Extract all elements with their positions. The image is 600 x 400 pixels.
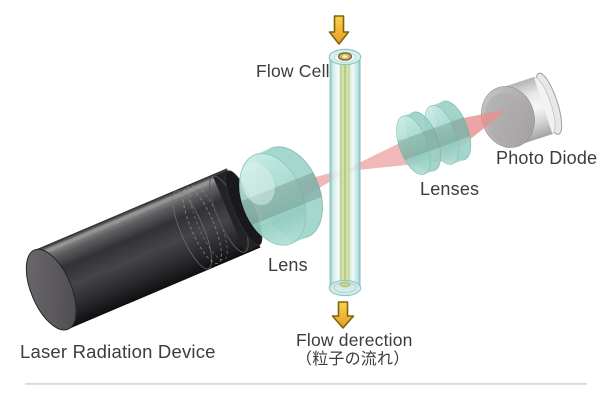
bottom-divider	[25, 383, 587, 385]
flow-direction-label: Flow derection （粒子の流れ）	[296, 330, 413, 370]
flow-cell-graphic	[328, 48, 362, 297]
laser-device-graphic	[25, 168, 263, 331]
lens-label: Lens	[268, 255, 308, 275]
lenses-label: Lenses	[420, 179, 480, 199]
flow-direction-ja: （粒子の流れ）	[296, 350, 410, 368]
lens-graphic	[237, 146, 327, 246]
photo-diode-label: Photo Diode	[496, 148, 598, 168]
flow-direction-en: Flow derection	[296, 330, 413, 350]
lenses-graphic	[389, 100, 472, 176]
flow-inlet-arrow-icon	[328, 15, 350, 45]
flow-cell-label: Flow Cell	[256, 61, 330, 81]
flow-outlet-arrow-icon	[331, 301, 355, 329]
photo-diode-graphic	[481, 72, 563, 148]
laser-device-label: Laser Radiation Device	[20, 341, 216, 362]
